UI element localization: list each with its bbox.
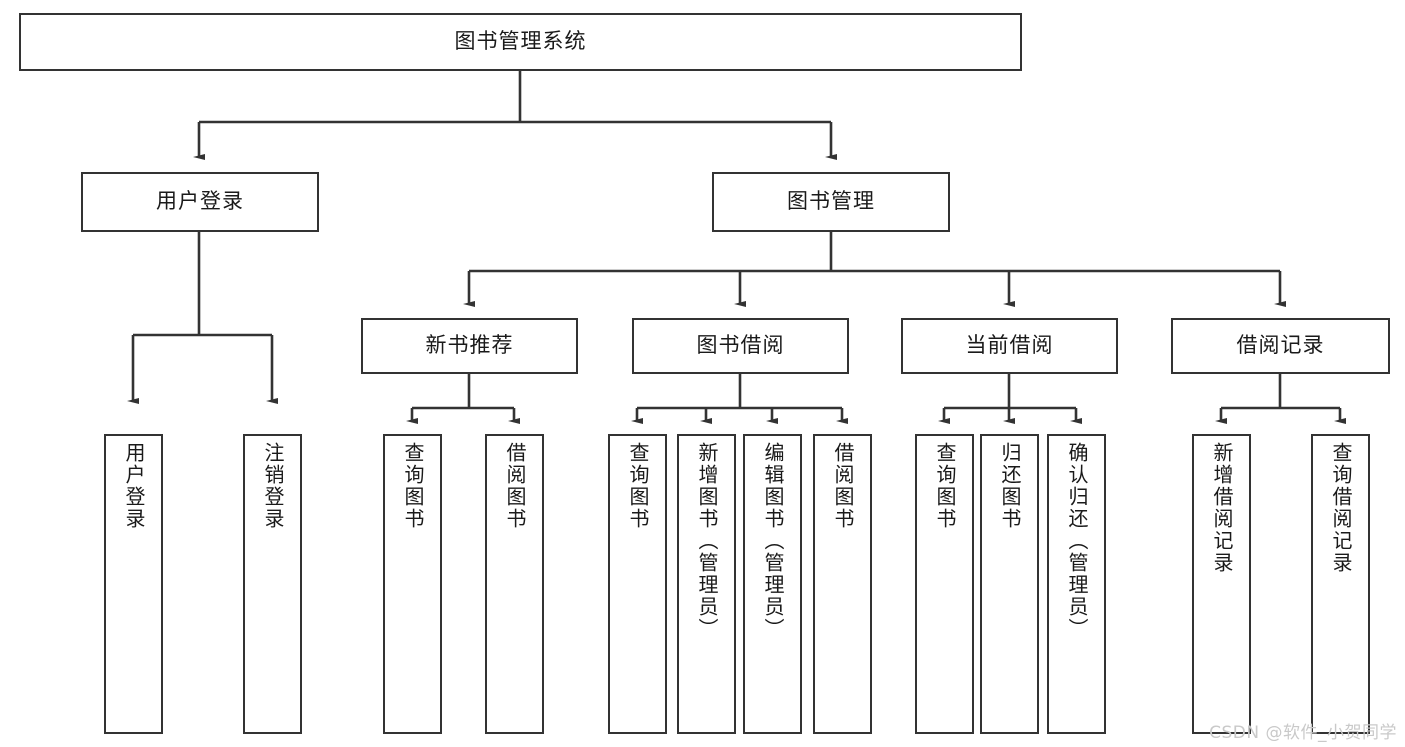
leaf-query-book-3[interactable]: 查询图书: [915, 434, 974, 734]
leaf-borrow-book-1-label: 借阅图书: [503, 442, 527, 530]
node-new-book-rec[interactable]: 新书推荐: [361, 318, 578, 374]
leaf-add-record[interactable]: 新增借阅记录: [1192, 434, 1251, 734]
node-user-login[interactable]: 用户登录: [81, 172, 319, 232]
node-current-borrow[interactable]: 当前借阅: [901, 318, 1118, 374]
node-current-borrow-label: 当前借阅: [965, 333, 1054, 358]
leaf-query-record-label: 查询借阅记录: [1329, 442, 1353, 574]
leaf-add-record-label: 新增借阅记录: [1210, 442, 1234, 574]
node-book-borrow-label: 图书借阅: [696, 333, 785, 358]
csdn-watermark: CSDN @软件_小贺同学: [1209, 723, 1397, 743]
leaf-add-book[interactable]: 新增图书（管理员）: [677, 434, 736, 734]
leaf-edit-book-label: 编辑图书（管理员）: [761, 442, 785, 640]
leaf-add-book-label: 新增图书（管理员）: [695, 442, 719, 640]
node-book-manage[interactable]: 图书管理: [712, 172, 950, 232]
leaf-query-book-2[interactable]: 查询图书: [608, 434, 667, 734]
leaf-logout-login-label: 注销登录: [261, 442, 285, 530]
leaf-query-book-1-label: 查询图书: [401, 442, 425, 530]
node-root[interactable]: 图书管理系统: [19, 13, 1022, 71]
node-user-login-label: 用户登录: [156, 189, 244, 214]
node-borrow-record-label: 借阅记录: [1236, 333, 1325, 358]
leaf-user-login-label: 用户登录: [122, 442, 146, 530]
leaf-confirm-return[interactable]: 确认归还（管理员）: [1047, 434, 1106, 734]
leaf-user-login[interactable]: 用户登录: [104, 434, 163, 734]
leaf-query-book-1[interactable]: 查询图书: [383, 434, 442, 734]
node-book-manage-label: 图书管理: [787, 189, 875, 214]
leaf-query-record[interactable]: 查询借阅记录: [1311, 434, 1370, 734]
leaf-logout-login[interactable]: 注销登录: [243, 434, 302, 734]
leaf-query-book-3-label: 查询图书: [933, 442, 957, 530]
leaf-borrow-book-1[interactable]: 借阅图书: [485, 434, 544, 734]
node-root-label: 图书管理系统: [454, 29, 587, 54]
leaf-return-book[interactable]: 归还图书: [980, 434, 1039, 734]
leaf-borrow-book-2[interactable]: 借阅图书: [813, 434, 872, 734]
node-book-borrow[interactable]: 图书借阅: [632, 318, 849, 374]
leaf-borrow-book-2-label: 借阅图书: [831, 442, 855, 530]
node-borrow-record[interactable]: 借阅记录: [1171, 318, 1390, 374]
leaf-query-book-2-label: 查询图书: [626, 442, 650, 530]
leaf-edit-book[interactable]: 编辑图书（管理员）: [743, 434, 802, 734]
leaf-return-book-label: 归还图书: [998, 442, 1022, 530]
leaf-confirm-return-label: 确认归还（管理员）: [1065, 442, 1089, 640]
node-new-book-rec-label: 新书推荐: [425, 333, 514, 358]
